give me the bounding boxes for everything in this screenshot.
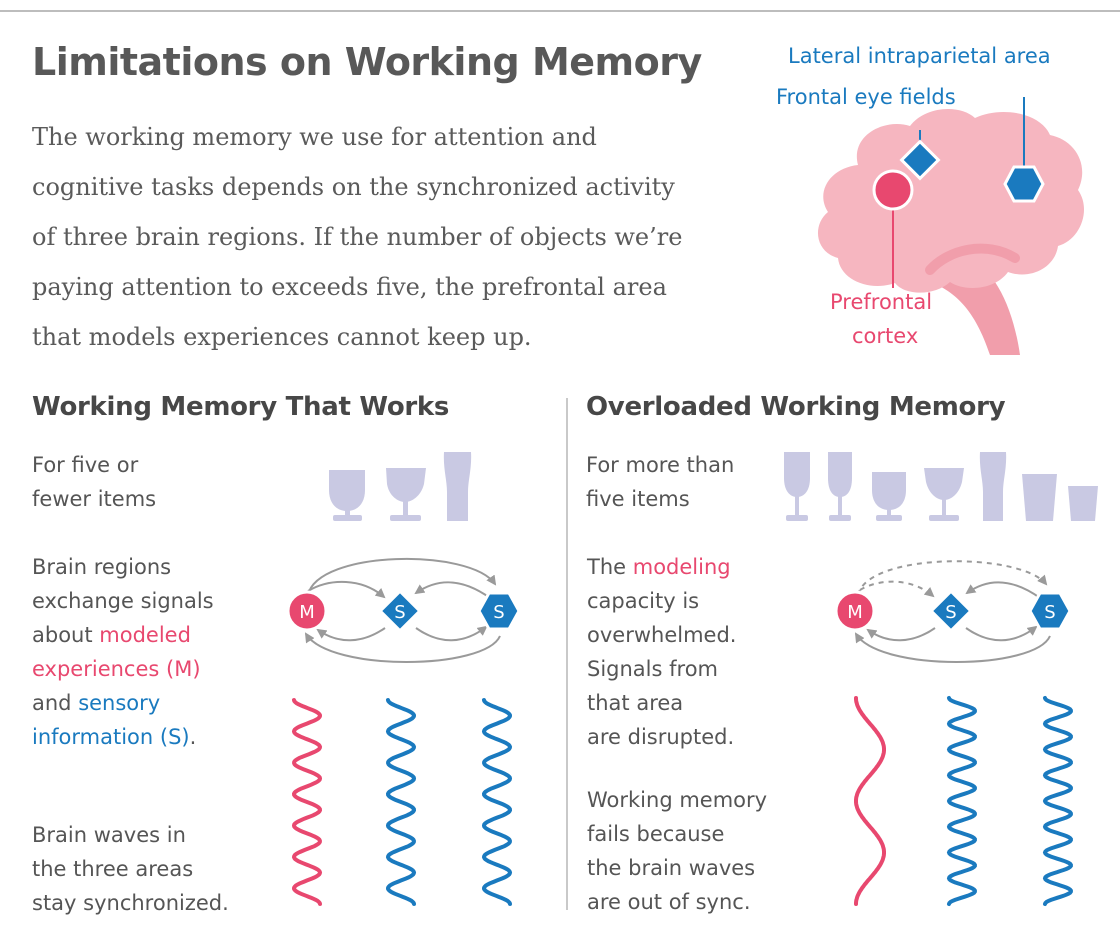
signal-arrow: [316, 627, 386, 642]
intro-line: of three brain regions. If the number of…: [32, 223, 683, 251]
label-frontal-eye-fields: Frontal eye fields: [776, 85, 956, 109]
label-prefrontal-2: cortex: [852, 324, 919, 348]
intro-paragraph: The working memory we use for attention …: [32, 112, 802, 362]
signal-arrow: [965, 625, 1038, 642]
node-s1-right: [929, 589, 973, 633]
node-label: S: [1044, 602, 1055, 623]
left-heading: Working Memory That Works: [32, 392, 450, 422]
label-prefrontal-1: Prefrontal: [830, 290, 933, 314]
signal-arrow: [866, 627, 936, 642]
brain-wave-sensory-right: [946, 696, 977, 906]
node-s2-right: [1028, 591, 1072, 631]
signal-arrow: [965, 581, 1041, 599]
node-label: M: [299, 602, 315, 623]
brain-wave-modeled-left: [291, 698, 323, 906]
tumbler-glass-icon: [1022, 474, 1057, 521]
node-label: S: [394, 602, 405, 623]
pint-glass-icon: [443, 452, 472, 521]
highlight-modeled: modeled: [99, 623, 191, 647]
snifter-glass-icon: [386, 468, 426, 521]
frontal-eye-fields-diamond: [899, 139, 941, 181]
label-lateral-intraparietal: Lateral intraparietal area: [788, 44, 1051, 68]
intro-line: cognitive tasks depends on the synchroni…: [32, 173, 675, 201]
signal-arrow: [415, 625, 488, 642]
glasses-right: [784, 452, 1098, 521]
highlight-modeling: modeling: [632, 555, 731, 579]
intro-line: The working memory we use for attention …: [32, 123, 597, 151]
signal-diagram-right: [854, 560, 1051, 663]
snifter-glass-icon: [924, 468, 964, 521]
signal-diagram-left: [304, 557, 501, 663]
disrupted-signal-arrow: [857, 560, 1048, 596]
column-divider: [566, 398, 568, 910]
wine-glass-icon: [329, 470, 365, 521]
highlight-information: information (S): [32, 725, 190, 749]
left-waves-text: Brain waves in the three areas stay sync…: [32, 823, 229, 915]
node-label: S: [493, 602, 504, 623]
top-rule: [0, 10, 1120, 12]
right-capacity-text: The modeling capacity is overwhelmed. Si…: [587, 555, 737, 749]
right-heading: Overloaded Working Memory: [586, 392, 1006, 422]
brain-wave-sensory-left: [385, 698, 417, 906]
prefrontal-cortex-dot: [872, 169, 914, 211]
brain-wave-sensory-left: [481, 698, 513, 906]
flute-glass-icon: [828, 452, 852, 521]
left-items-text: For five or fewer items: [32, 453, 157, 511]
signal-arrow: [854, 632, 1051, 663]
node-label: M: [847, 602, 863, 623]
node-m-left: [286, 590, 328, 632]
brain-wave-sensory-right: [1042, 696, 1073, 906]
flute-glass-icon: [784, 452, 810, 521]
wine-glass-icon: [872, 472, 906, 521]
brain-wave-modeled-right: [854, 696, 886, 906]
glasses-left: [329, 452, 472, 521]
short-glass-icon: [1068, 486, 1098, 521]
right-fail-text: Working memory fails because the brain w…: [587, 788, 768, 914]
highlight-experiences: experiences (M): [32, 657, 201, 681]
disrupted-signal-arrow: [859, 580, 935, 598]
brain-fold: [925, 243, 1020, 275]
signal-arrow: [307, 557, 497, 596]
node-m-right: [834, 590, 876, 632]
brain-body: [817, 108, 1085, 293]
node-s1-left: [378, 589, 422, 633]
highlight-sensory: sensory: [78, 691, 161, 715]
intro-line: that models experiences cannot keep up.: [32, 323, 532, 351]
signal-arrow: [304, 632, 501, 663]
page-title: Limitations on Working Memory: [32, 40, 702, 84]
right-items-text: For more than five items: [586, 453, 735, 511]
node-label: S: [945, 602, 956, 623]
signal-arrow: [414, 581, 491, 599]
node-s2-left: [477, 591, 521, 631]
pint-glass-icon: [979, 452, 1007, 521]
lateral-intraparietal-hexagon: [1003, 165, 1045, 203]
left-exchange-text: Brain regions exchange signals about mod…: [32, 555, 214, 749]
intro-line: paying attention to exceeds five, the pr…: [32, 273, 667, 301]
signal-arrow: [307, 581, 386, 599]
